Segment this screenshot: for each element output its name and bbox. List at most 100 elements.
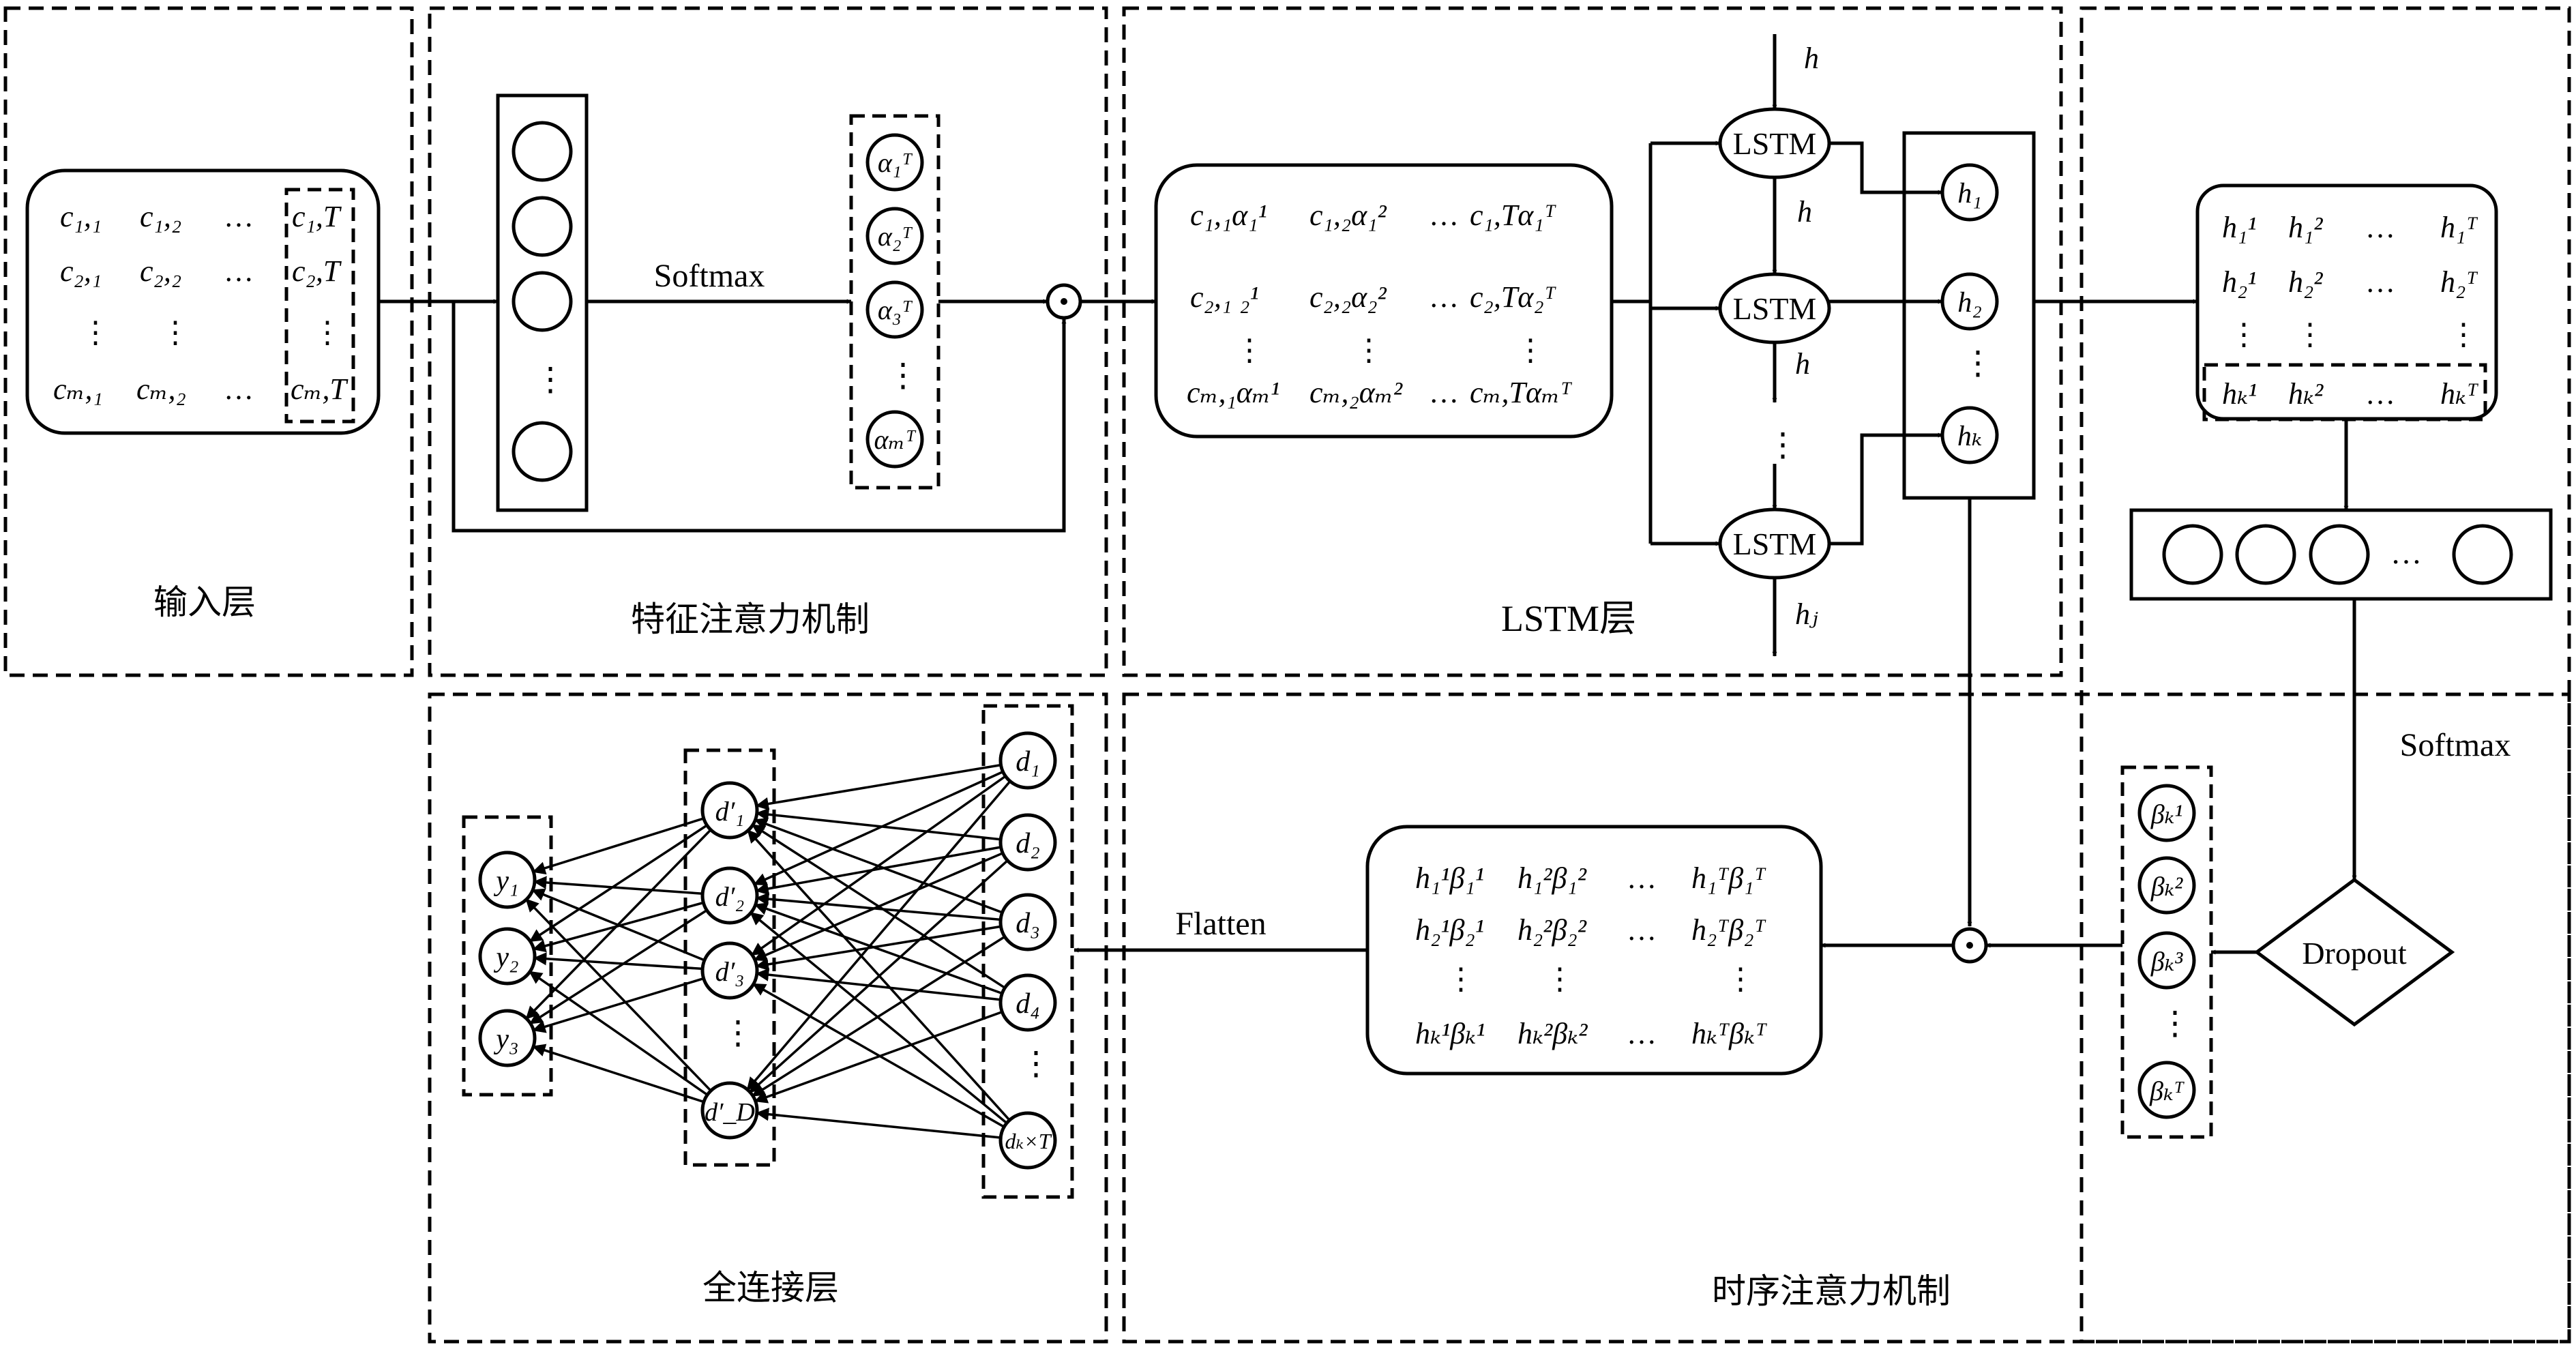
hidden-state-top-label: h (1804, 42, 1819, 75)
feature-attention-title: 特征注意力机制 (631, 600, 870, 639)
beta-node-label: βₖᵀ (2149, 1076, 2185, 1106)
weighted-matrix-cell: c₁,₁α₁¹ (1190, 198, 1267, 232)
fc-edge-d-to-dprime (752, 935, 1006, 1097)
lstm-1-to-h1 (1829, 141, 1943, 195)
hidden-state-mid2-label: h (1795, 347, 1810, 381)
y-node (478, 1009, 537, 1067)
hb-matrix-cell: h₁²β₁² (1518, 861, 1587, 895)
weighted-matrix-cell: cₘ,₂αₘ² (1309, 376, 1403, 409)
fc-edge-d-to-dprime (753, 770, 1004, 886)
dprime-node-label: d′_D (705, 1098, 755, 1127)
input-layer-panel (3, 6, 414, 677)
fc-edge-d-to-dprime (746, 780, 1011, 1091)
beta-node (2137, 784, 2196, 842)
input-matrix-cell: c₁,₁ (60, 200, 102, 233)
feature-attention-panel (428, 6, 1108, 677)
input-matrix-cell: c₂,T (292, 254, 342, 288)
lstm-layer-panel (1122, 6, 2063, 677)
feature-node (512, 421, 573, 482)
dprime-node-label: d′₁ (715, 796, 745, 827)
dense-node-dots: … (2390, 535, 2422, 570)
lstm-cell-label: LSTM (1733, 126, 1817, 161)
fc-edge-d-to-dprime (747, 829, 1011, 1121)
fc-edge-d-to-dprime (755, 1108, 1001, 1139)
alpha-node (865, 280, 924, 339)
hb-matrix-vdots: ⋮ (1446, 962, 1476, 996)
hidden-node-label: h₂ (1957, 287, 1982, 319)
dprime-node-vdots: ⋮ (722, 1015, 754, 1051)
alpha-node-vdots: ⋮ (887, 357, 919, 394)
fc-edge-dprime-to-y (532, 1044, 705, 1104)
h-matrix-cell: hₖ¹ (2222, 377, 2257, 411)
weighted-matrix-vdots: ⋮ (1515, 334, 1545, 367)
temporal-attention-title: 时序注意力机制 (1712, 1271, 1951, 1311)
multiply-dot (1966, 942, 1973, 949)
lstm-cell-label: LSTM (1733, 291, 1817, 326)
input-matrix-cell: c₁,T (292, 200, 342, 233)
alpha-column (849, 114, 941, 490)
dprime-node (700, 781, 759, 840)
weighted-matrix-vdots: ⋮ (1234, 334, 1264, 367)
feature-node (512, 271, 573, 332)
feature-node (512, 121, 573, 182)
input-matrix-vdots: ⋮ (160, 316, 190, 349)
weighted-matrix-cell: c₂,₁ ₂¹ (1190, 280, 1259, 314)
fc-edge-dprime-to-y (531, 888, 705, 962)
input-matrix-dots: … (224, 372, 254, 406)
input-matrix-cell: c₁,₂ (140, 200, 181, 233)
dropout-label: Dropout (2302, 936, 2407, 971)
multiply-dot (1061, 298, 1067, 305)
h-matrix-vdots: ⋮ (2295, 318, 2325, 351)
hb-matrix-cell: h₁ᵀβ₁ᵀ (1691, 861, 1766, 895)
d-node (998, 731, 1057, 790)
flatten-label: Flatten (1175, 906, 1266, 942)
h-matrix-cell: h₁¹ (2222, 211, 2257, 244)
weighted-matrix-cell: c₁,₂α₁² (1309, 198, 1387, 232)
h-matrix-cell: hₖᵀ (2440, 377, 2478, 411)
weighted-matrix-dots: … (1429, 198, 1459, 232)
fc-edge-d-to-dprime (754, 902, 1003, 995)
fc-edge-dprime-to-y (529, 824, 708, 943)
fc-layer-title: 全连接层 (702, 1268, 839, 1307)
beta-node-label: βₖ¹ (2150, 799, 2183, 829)
dprime-node (700, 1081, 759, 1140)
hb-matrix-dots: … (1627, 913, 1657, 947)
fc-edge-d-to-dprime (754, 818, 1003, 914)
skip-connection (451, 301, 1067, 533)
hidden-node-label: h₁ (1957, 178, 1982, 209)
h-matrix-cell: h₂¹ (2222, 265, 2257, 299)
fully-connected-edges (525, 763, 1011, 1139)
alpha-node-label: α₃ᵀ (878, 295, 913, 325)
dprime-node (700, 866, 759, 925)
weighted-matrix-dots: … (1429, 376, 1459, 409)
h-matrix-vdots: ⋮ (2229, 318, 2259, 351)
hidden-node (1940, 163, 1999, 222)
fc-edge-d-to-dprime (755, 925, 1001, 971)
weighted-matrix-cell: cₘ,Tαₘᵀ (1470, 376, 1572, 409)
alpha-node (865, 133, 924, 192)
hidden-state-mid-label: h (1797, 195, 1812, 228)
h-matrix-cell: h₁ᵀ (2440, 211, 2478, 244)
dense-node (2452, 524, 2513, 585)
d-node-vdots: ⋮ (1020, 1046, 1052, 1082)
hb-matrix-cell: h₂²β₂² (1518, 913, 1587, 947)
lstm-cell-label: LSTM (1733, 527, 1817, 561)
input-matrix-cell: cₘ,₂ (136, 372, 186, 406)
beta-column (2120, 765, 2213, 1139)
fc-edge-dprime-to-y (532, 977, 705, 1033)
hidden-node-label: hₖ (1957, 421, 1982, 452)
hidden-node-vdots: ⋮ (1961, 345, 1994, 381)
alpha-node (865, 207, 924, 265)
beta-node-label: βₖ³ (2150, 946, 2184, 977)
input-matrix-cell: c₂,₁ (60, 254, 102, 288)
h-matrix-cell: h₁² (2288, 211, 2323, 244)
alpha-node (865, 410, 924, 469)
hb-matrix-cell: hₖ¹βₖ¹ (1415, 1017, 1485, 1050)
dropout-diamond (2253, 877, 2455, 1027)
lstm-3-to-hk (1829, 432, 1943, 546)
softmax-label-1: Softmax (654, 258, 765, 294)
hb-matrix-cell: h₁¹β₁¹ (1415, 861, 1484, 895)
right-output-panel (2079, 6, 2571, 1344)
h-matrix-cell: h₂² (2288, 265, 2323, 299)
hb-matrix-vdots: ⋮ (1726, 962, 1756, 996)
